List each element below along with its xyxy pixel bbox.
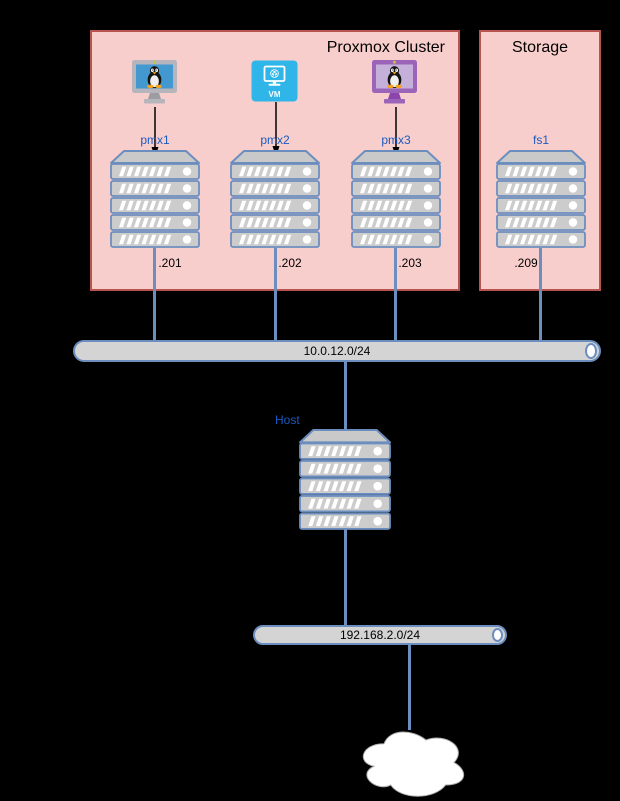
link-pmx1-lan	[153, 248, 156, 342]
vm-icon-label: VM	[269, 90, 281, 99]
link-fs1-lan	[539, 248, 542, 342]
server-pmx1	[110, 150, 200, 248]
server-fs1-ip: .209	[514, 256, 538, 270]
proxmox-cluster-title: Proxmox Cluster	[326, 39, 445, 56]
server-pmx3-label: pmx3	[381, 133, 411, 147]
server-pmx1-ip: .201	[158, 256, 182, 270]
server-fs1	[496, 150, 586, 248]
linux-monitor-icon-purple	[372, 60, 417, 104]
server-fs1-label: fs1	[532, 133, 549, 147]
link-lan-host	[344, 360, 347, 432]
vm-icon: VM	[251, 60, 298, 102]
server-host-label: Host	[275, 413, 300, 427]
server-pmx2-ip: .202	[278, 256, 302, 270]
server-pmx3	[351, 150, 441, 248]
internet-cloud-icon	[362, 731, 464, 797]
server-pmx2-label: pmx2	[260, 133, 290, 147]
network-bus-home-label: 192.168.2.0/24	[339, 628, 421, 642]
arrow-pmx2-icon	[271, 101, 281, 158]
linux-monitor-icon	[132, 60, 177, 104]
network-bus-lan-label: 10.0.12.0/24	[303, 344, 371, 358]
link-host-home	[344, 528, 347, 625]
link-pmx3-lan	[394, 248, 397, 342]
link-pmx2-lan	[274, 248, 277, 342]
server-pmx1-label: pmx1	[140, 133, 170, 147]
network-bus-lan: 10.0.12.0/24	[73, 340, 601, 362]
link-home-internet	[408, 643, 411, 730]
network-bus-home: 192.168.2.0/24	[253, 625, 507, 645]
server-pmx2	[230, 150, 320, 248]
bus-end-cap	[585, 343, 597, 359]
server-host	[299, 429, 391, 530]
server-pmx3-ip: .203	[398, 256, 422, 270]
bus-end-cap	[492, 628, 503, 642]
storage-title: Storage	[511, 39, 569, 56]
